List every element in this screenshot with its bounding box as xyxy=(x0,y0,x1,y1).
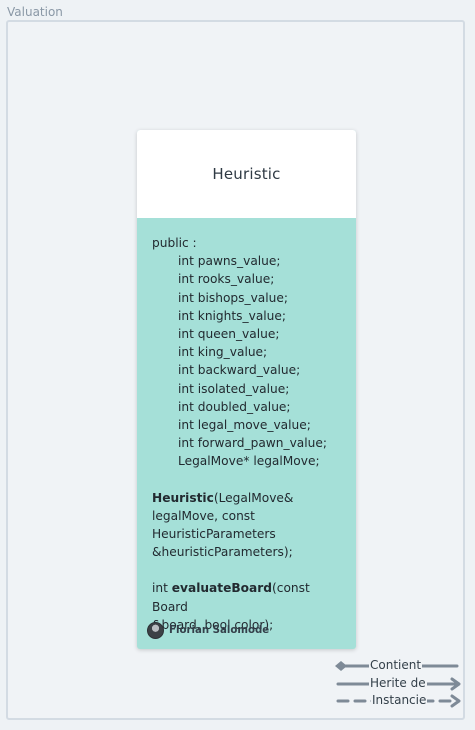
spacer xyxy=(152,561,344,579)
heuristic-class-card[interactable]: Heuristic public : int pawns_value; int … xyxy=(137,130,356,649)
method-name: evaluateBoard xyxy=(171,581,272,596)
method-signature: int evaluateBoard(const Board xyxy=(152,579,344,615)
legend-inherits: Herite de xyxy=(334,675,464,693)
legend-instantiates-label: Instancie xyxy=(371,693,428,707)
author-name: Florian Salomode xyxy=(169,625,270,636)
constructor-params-1: (LegalMove& xyxy=(213,490,294,505)
field-isolated-value: int isolated_value; xyxy=(178,381,290,396)
field-knights-value: int knights_value; xyxy=(178,308,287,323)
method-params-2: &board, bool color); xyxy=(152,617,274,632)
legend-contains-label: Contient xyxy=(369,658,423,672)
field-pawns-value: int pawns_value; xyxy=(178,254,281,269)
class-title: Heuristic xyxy=(137,130,356,218)
constructor-name: Heuristic xyxy=(152,490,214,505)
avatar xyxy=(147,622,164,639)
field-rooks-value: int rooks_value; xyxy=(178,272,275,287)
constructor-params-2: legalMove, const xyxy=(152,508,255,523)
field-queen-value: int queen_value; xyxy=(178,327,280,342)
field-king-value: int king_value; xyxy=(178,345,268,360)
spacer xyxy=(152,471,344,489)
class-members: public : int pawns_value; int rooks_valu… xyxy=(137,218,356,634)
legend-instantiates: Instancie xyxy=(334,692,464,710)
method-params-1: (const Board xyxy=(152,581,310,614)
visibility-label: public : xyxy=(152,236,197,250)
author-tag: Florian Salomode xyxy=(147,622,269,639)
legend-inherits-label: Herite de xyxy=(369,676,427,690)
field-backward-value: int backward_value; xyxy=(178,363,301,378)
method-return-type: int xyxy=(152,581,172,596)
field-doubled-value: int doubled_value; xyxy=(178,399,291,414)
constructor-params-3: HeuristicParameters xyxy=(152,527,276,542)
field-legal-move-pointer: LegalMove* legalMove; xyxy=(178,454,320,469)
field-forward-pawn-value: int forward_pawn_value; xyxy=(178,436,327,451)
field-bishops-value: int bishops_value; xyxy=(178,290,288,305)
constructor-signature: Heuristic(LegalMove& xyxy=(152,489,344,507)
field-legal-move-value: int legal_move_value; xyxy=(178,418,311,433)
constructor-params-4: &heuristicParameters); xyxy=(152,545,293,560)
legend-contains: Contient xyxy=(334,657,464,675)
frame-label: Valuation xyxy=(7,5,63,19)
